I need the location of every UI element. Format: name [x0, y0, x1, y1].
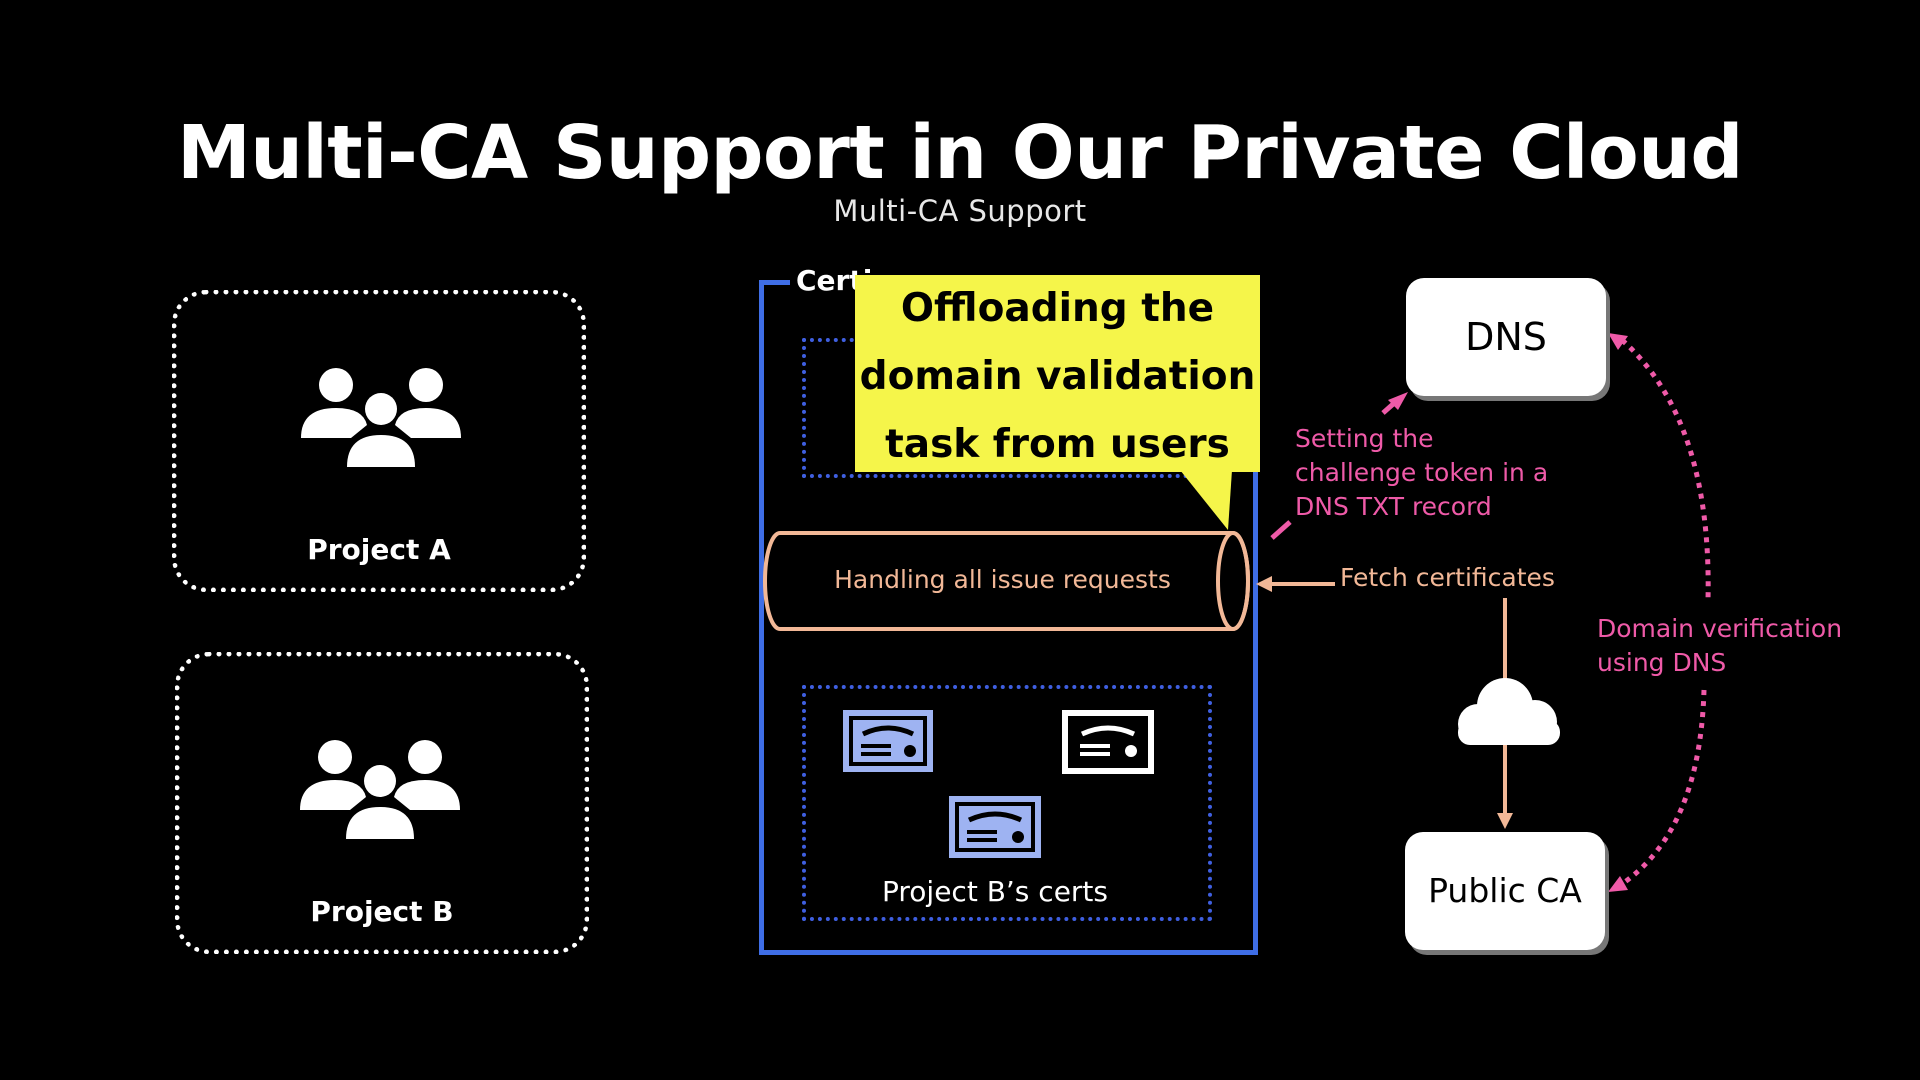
domain-verification-note: Domain verification using DNS	[1597, 614, 1843, 677]
domain-verification-arrow	[1608, 333, 1711, 892]
certificate-icon	[949, 796, 1041, 858]
challenge-note: Setting the challenge token in a DNS TXT…	[1295, 424, 1549, 521]
callout-tail	[1180, 470, 1232, 530]
certificate-icon	[1062, 710, 1154, 774]
fetch-note: Fetch certificates	[1340, 563, 1555, 592]
slide-title: Multi-CA Support in Our Private Cloud	[177, 110, 1743, 196]
callout-line: task from users	[885, 422, 1230, 467]
public-ca-box: Public CA	[1405, 832, 1605, 950]
dns-box: DNS	[1406, 278, 1606, 396]
people-group-icon	[301, 368, 461, 469]
project-b-box: Project B	[175, 652, 589, 954]
request-pipe	[763, 531, 1250, 631]
project-a-box: Project A	[172, 290, 586, 592]
project-b-label: Project B	[310, 895, 454, 928]
callout-note: Offloading the domain validation task fr…	[855, 275, 1260, 472]
pipe-label: Handling all issue requests	[834, 565, 1171, 594]
project-b-certs-box	[802, 685, 1212, 921]
project-a-label: Project A	[307, 533, 451, 566]
cloud-icon	[1458, 678, 1560, 745]
people-group-icon	[300, 740, 460, 841]
callout-line: Offloading the	[900, 286, 1215, 331]
slide-subtitle: Multi-CA Support	[833, 194, 1087, 228]
challenge-arrow	[1270, 392, 1408, 540]
certificate-icon	[843, 710, 933, 772]
fetch-arrow	[1256, 576, 1513, 829]
callout-line: domain validation	[859, 354, 1256, 399]
project-b-certs-label: Project B’s certs	[882, 875, 1108, 908]
